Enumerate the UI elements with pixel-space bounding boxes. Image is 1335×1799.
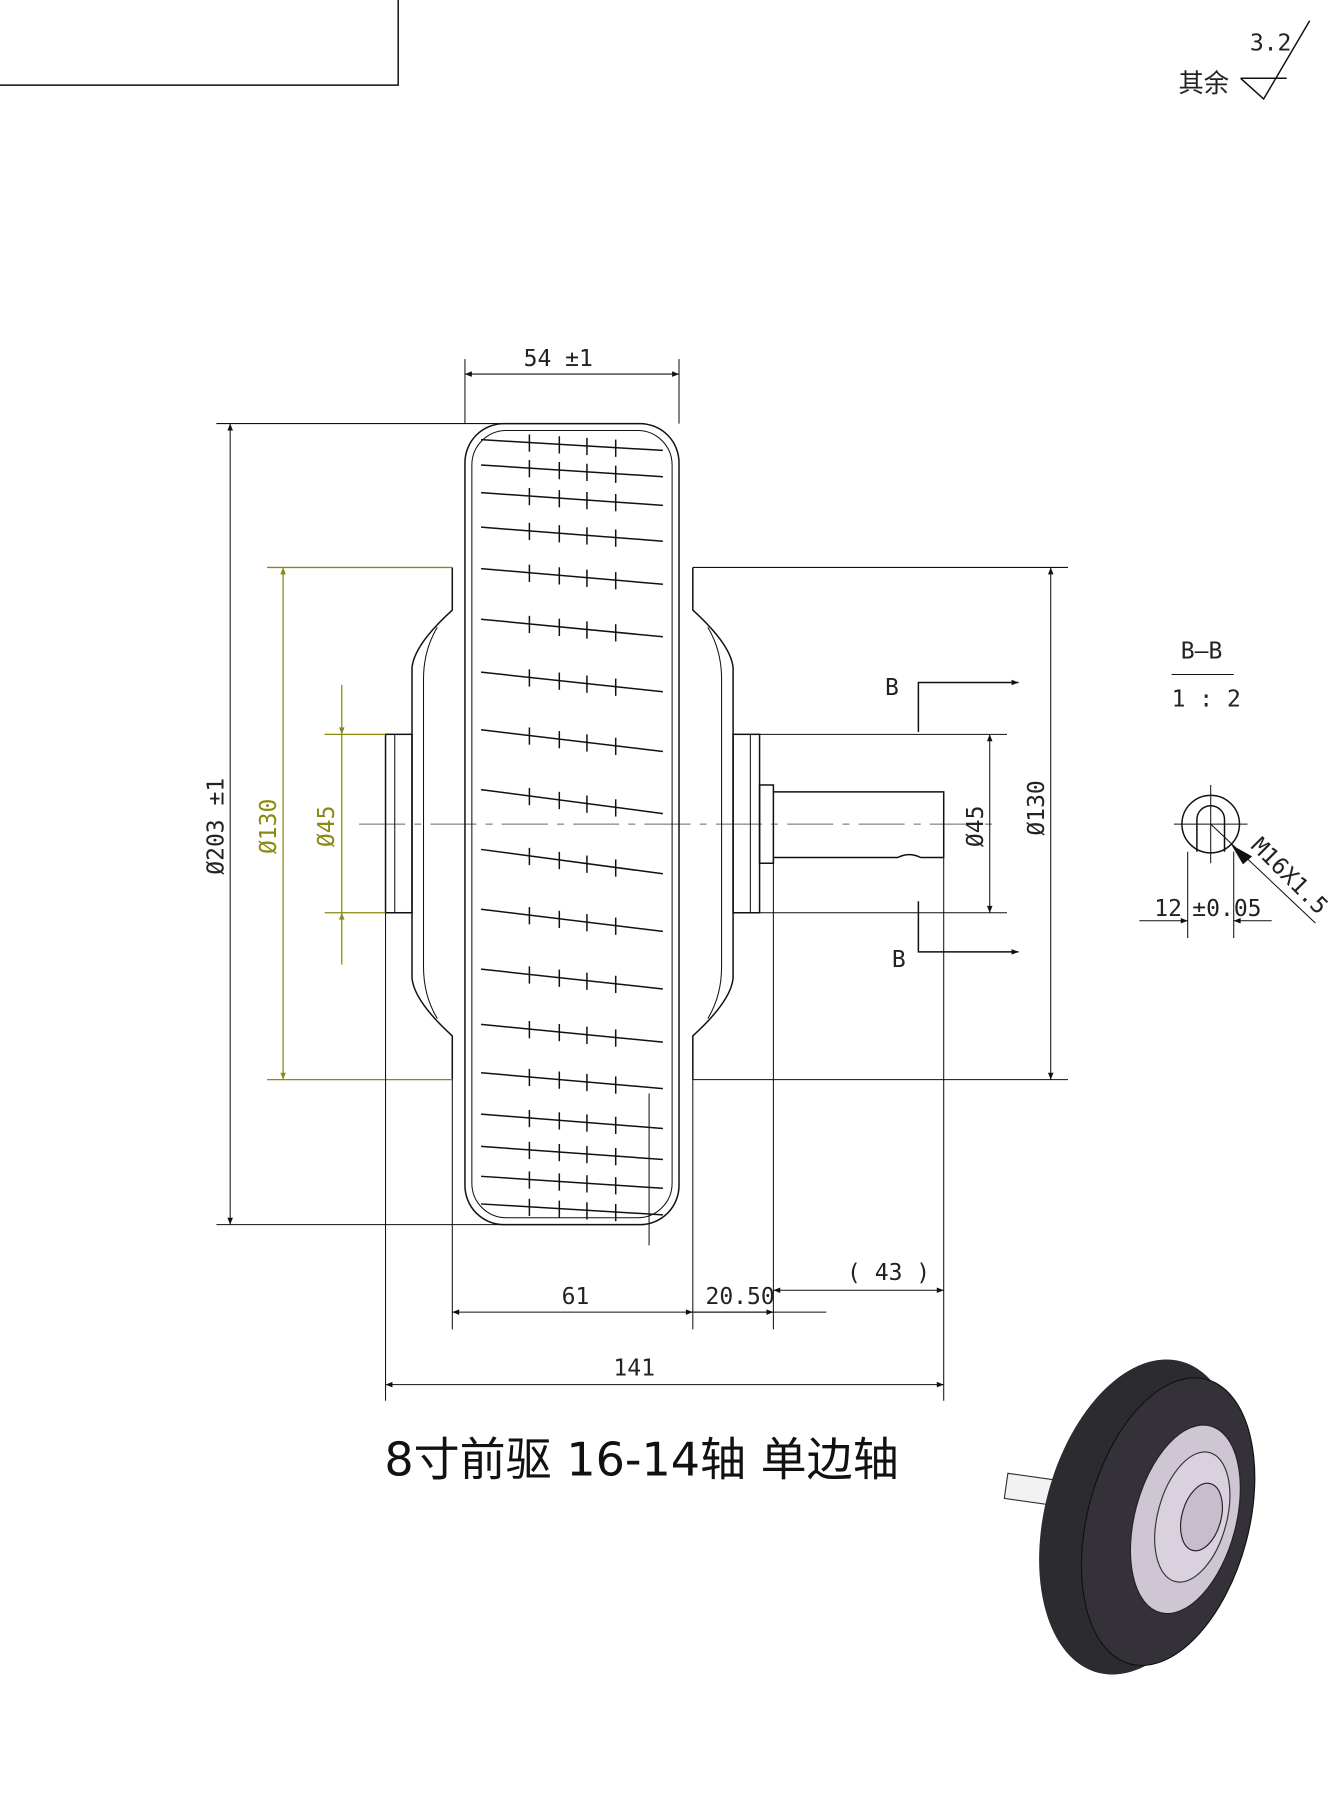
section-marker-b: B B bbox=[885, 675, 1019, 973]
svg-text:±0.05: ±0.05 bbox=[1192, 896, 1261, 922]
tread-groove bbox=[480, 618, 663, 638]
tread-groove bbox=[481, 491, 663, 507]
tire-side-view bbox=[464, 422, 680, 1246]
tread-groove bbox=[480, 788, 663, 815]
dim-bearing-diameter-left: Ø45 bbox=[314, 684, 386, 965]
tread-groove bbox=[481, 464, 663, 478]
svg-text:Ø45: Ø45 bbox=[314, 806, 340, 848]
tread-groove bbox=[481, 1203, 663, 1216]
svg-text:1 : 2: 1 : 2 bbox=[1172, 687, 1241, 713]
tread-groove bbox=[480, 968, 663, 990]
svg-text:Ø130: Ø130 bbox=[1024, 780, 1050, 835]
dim-bearing-diameter-right: Ø45 bbox=[759, 733, 1008, 914]
svg-text:B—B: B—B bbox=[1181, 638, 1223, 664]
dim-hub-diameter-left: Ø130 bbox=[256, 566, 453, 1081]
tread-groove bbox=[480, 908, 663, 933]
svg-text:12: 12 bbox=[1154, 896, 1182, 922]
svg-text:54 ±1: 54 ±1 bbox=[524, 346, 593, 372]
dim-tire-width: 54 ±1 bbox=[464, 346, 680, 424]
dim-hub-width: 61 bbox=[562, 1284, 590, 1310]
tread-groove bbox=[480, 567, 663, 585]
svg-text:Ø130: Ø130 bbox=[256, 799, 282, 854]
tread-groove bbox=[481, 526, 663, 542]
dim-hub-diameter-right: Ø130 bbox=[692, 566, 1068, 1081]
wheel-3d-render bbox=[1003, 1359, 1256, 1675]
section-view-b-b: B—B 1 : 2 12 ±0.05 M16X1.5 bbox=[1139, 638, 1333, 939]
tread-groove bbox=[481, 438, 663, 452]
tread-groove bbox=[481, 1145, 663, 1161]
svg-text:B: B bbox=[892, 947, 906, 973]
drawing-title: 8寸前驱 16-14轴 单边轴 bbox=[384, 1433, 898, 1487]
roughness-label: 其余 bbox=[1178, 68, 1229, 98]
hub-motor-side-view bbox=[384, 567, 945, 1080]
bottom-dimensions: 61 20.50 ( 43 ) 141 bbox=[385, 857, 945, 1401]
dim-flange-offset: 20.50 bbox=[705, 1284, 774, 1310]
tread-groove bbox=[480, 728, 663, 753]
dim-tire-diameter: Ø203 ±1 bbox=[203, 423, 645, 1226]
tread-groove bbox=[480, 848, 663, 875]
svg-text:Ø45: Ø45 bbox=[963, 806, 989, 848]
tread-groove bbox=[481, 1175, 663, 1190]
title-block-frame bbox=[0, 0, 399, 86]
svg-text:Ø203 ±1: Ø203 ±1 bbox=[203, 778, 229, 875]
svg-text:B: B bbox=[885, 675, 899, 701]
tread-groove bbox=[480, 671, 663, 693]
tread-groove bbox=[480, 1023, 663, 1043]
tread-groove bbox=[481, 1113, 663, 1130]
dim-shaft-length: ( 43 ) bbox=[847, 1260, 930, 1286]
surface-roughness-symbol: 3.2 其余 bbox=[1178, 20, 1311, 101]
tread-groove bbox=[480, 1071, 663, 1090]
roughness-value: 3.2 bbox=[1250, 31, 1292, 57]
dim-overall-width: 141 bbox=[613, 1355, 655, 1381]
